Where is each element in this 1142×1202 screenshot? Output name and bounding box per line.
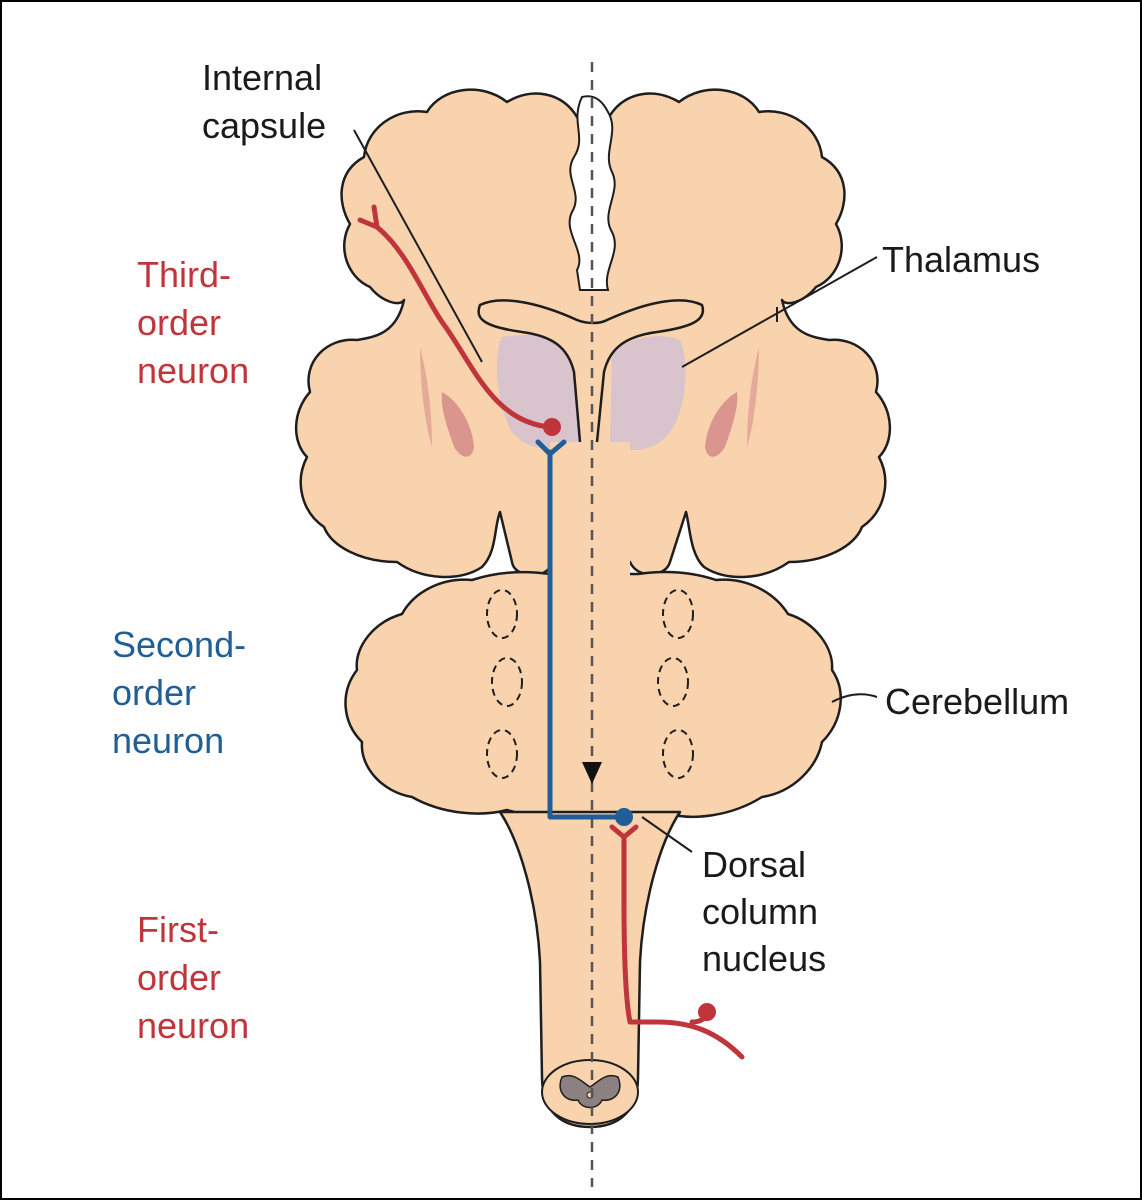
third-order-neuron-axon (374, 224, 553, 430)
label-second-order-neuron: Second- order neuron (112, 624, 256, 761)
label-internal-capsule: Internal capsule (202, 57, 332, 146)
third-order-neuron-terminal (357, 204, 380, 230)
brainstem (550, 442, 630, 817)
third-order-neuron-cell-body (543, 418, 561, 436)
second-order-neuron-terminal (535, 439, 567, 457)
basal-ganglia-left-streak (420, 347, 432, 447)
cerebellar-nuclei-right (657, 589, 694, 779)
label-third-order-neuron: Third- order neuron (137, 254, 249, 391)
label-thalamus: Thalamus (882, 239, 1040, 280)
cerebellar-nuclei-left (486, 589, 523, 779)
decussation-arrow (582, 762, 602, 784)
basal-ganglia-right (705, 392, 738, 457)
thalamus-left (496, 335, 582, 450)
leader-lines (353, 129, 878, 853)
label-first-order-neuron: First- order neuron (137, 909, 249, 1046)
first-order-neuron-axon (621, 834, 745, 1060)
second-order-neuron-cell-body (615, 808, 633, 826)
second-order-neuron-axon (547, 449, 627, 820)
basal-ganglia-left (441, 392, 474, 457)
spinal-cord (498, 810, 682, 1129)
first-order-neuron-terminal (609, 824, 639, 840)
label-cerebellum: Cerebellum (885, 681, 1069, 722)
basal-ganglia-right-streak (747, 347, 759, 447)
label-dorsal-column-nucleus: Dorsal column nucleus (702, 844, 828, 979)
thalamus-right (610, 336, 686, 451)
first-order-neuron-cell-body (698, 1003, 716, 1021)
